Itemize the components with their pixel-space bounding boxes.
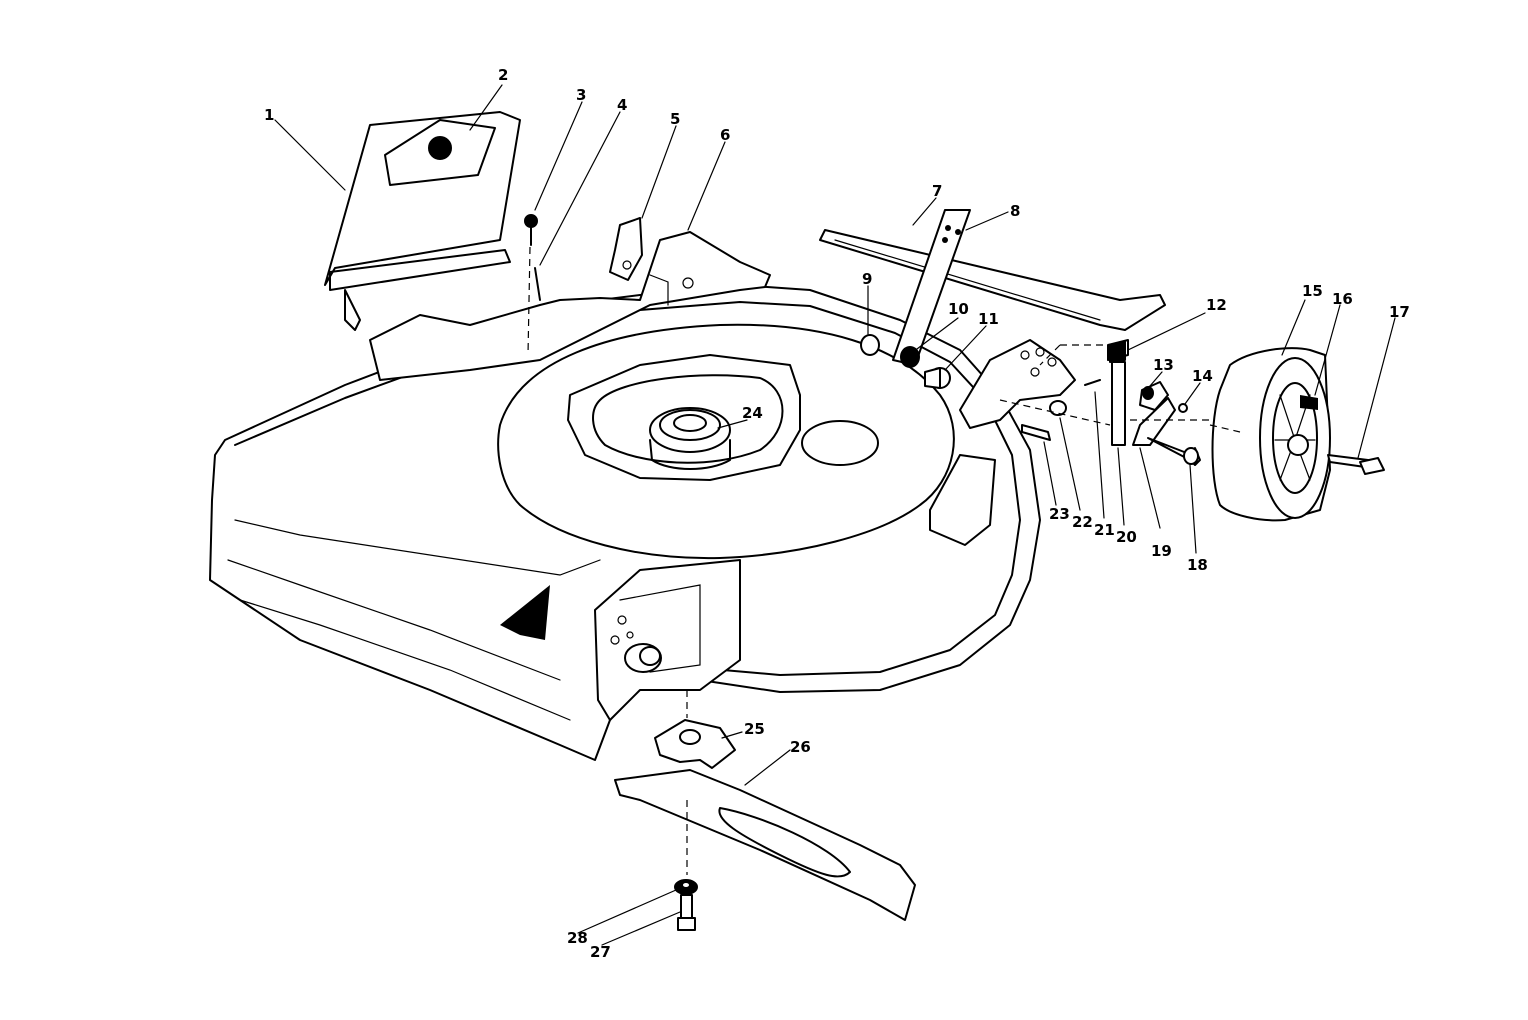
callout-16: 16 — [1332, 290, 1353, 308]
rear-flap — [324, 111, 521, 331]
rear-bar-and-plate — [819, 209, 1166, 366]
callout-1: 1 — [264, 106, 274, 124]
callout-28: 28 — [567, 929, 588, 947]
callout-7: 7 — [932, 182, 942, 200]
callout-24: 24 — [742, 404, 763, 422]
callout-13: 13 — [1153, 356, 1174, 374]
callout-18: 18 — [1187, 556, 1208, 574]
callout-21: 21 — [1094, 521, 1115, 539]
callout-10: 10 — [948, 300, 969, 318]
callout-15: 15 — [1302, 282, 1323, 300]
height-adjuster-assembly — [999, 339, 1215, 466]
callout-17: 17 — [1389, 303, 1410, 321]
deck-housing — [209, 231, 1076, 761]
callout-2: 2 — [498, 66, 508, 84]
callout-11: 11 — [978, 310, 999, 328]
callout-8: 8 — [1010, 202, 1020, 220]
callout-27: 27 — [590, 943, 611, 961]
callout-4: 4 — [617, 96, 627, 114]
screw-and-rod — [524, 214, 541, 356]
callout-20: 20 — [1116, 528, 1137, 546]
leader-lines — [274, 84, 1396, 946]
height-adjust-hardware — [860, 334, 951, 389]
callout-26: 26 — [790, 738, 811, 756]
blade-assembly — [614, 690, 916, 931]
rear-wheel — [1209, 347, 1385, 522]
callout-labels: 1 2 3 4 5 6 7 8 9 10 11 12 13 14 15 16 1… — [264, 66, 1410, 961]
callout-19: 19 — [1151, 542, 1172, 560]
callout-5: 5 — [670, 110, 680, 128]
small-bracket — [609, 217, 643, 281]
callout-6: 6 — [720, 126, 730, 144]
callout-12: 12 — [1206, 296, 1227, 314]
callout-22: 22 — [1072, 513, 1093, 531]
callout-25: 25 — [744, 720, 765, 738]
callout-3: 3 — [576, 86, 586, 104]
callout-14: 14 — [1192, 367, 1213, 385]
callout-23: 23 — [1049, 505, 1070, 523]
callout-9: 9 — [862, 270, 872, 288]
